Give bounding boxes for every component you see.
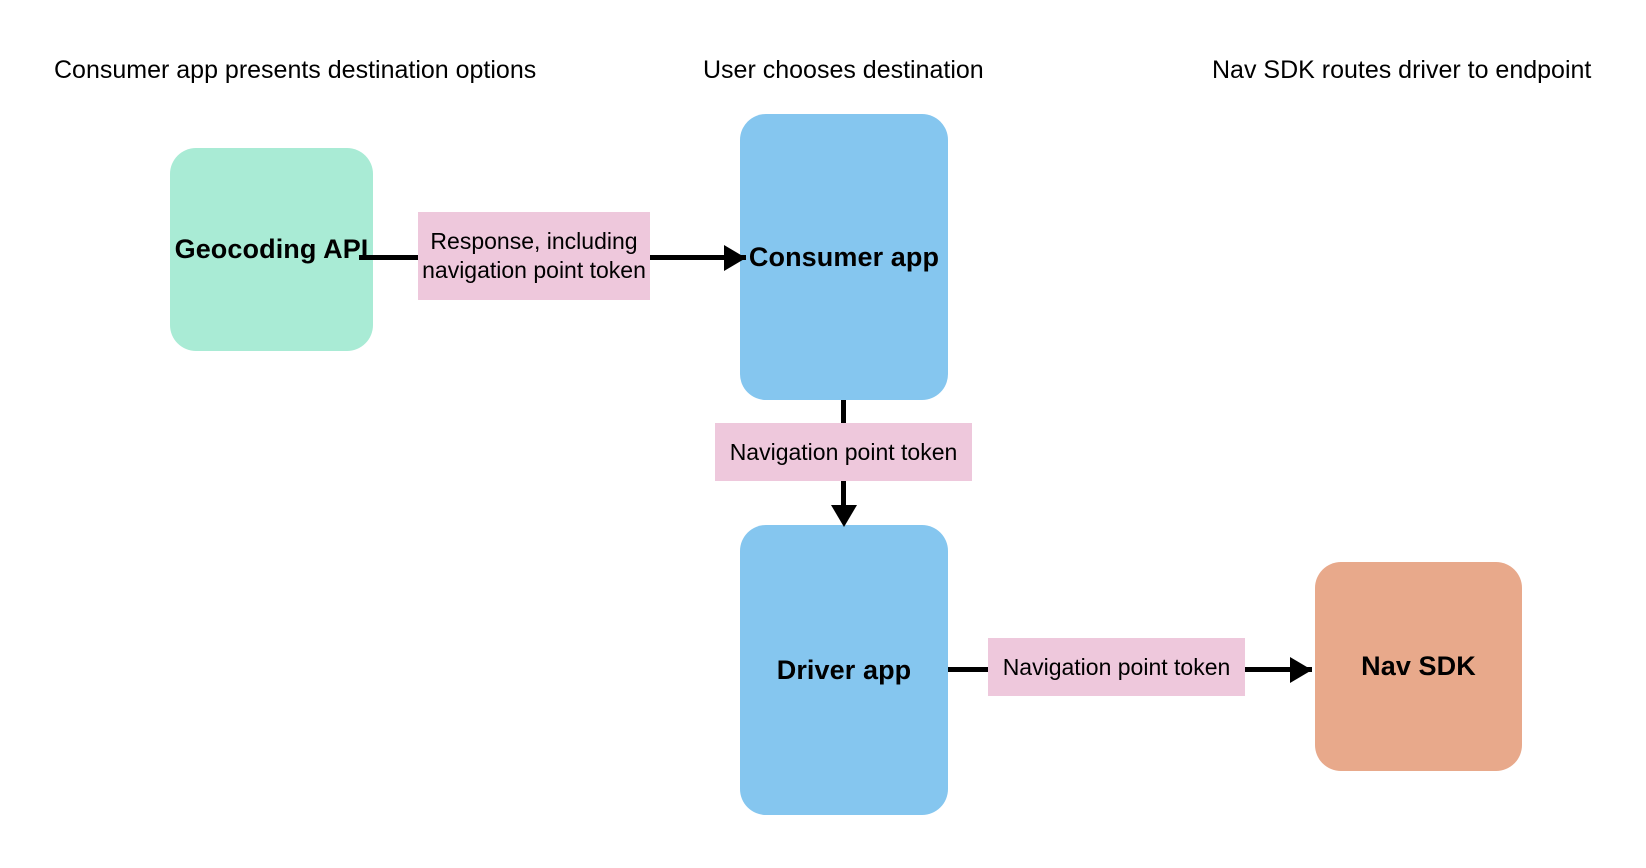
edge-label-navigation-point-token-consumer-to-driver: Navigation point token bbox=[715, 423, 972, 481]
connector-geocoding-to-consumer-arrowhead bbox=[724, 245, 746, 271]
edge-label-navigation-point-token-text-1: Navigation point token bbox=[729, 438, 958, 465]
caption-user-chooses-destination: User chooses destination bbox=[703, 56, 984, 84]
node-driver-app-label: Driver app bbox=[776, 654, 912, 685]
edge-label-navigation-point-token-driver-to-navsdk: Navigation point token bbox=[988, 638, 1245, 696]
caption-nav-sdk-routes-driver-to-endpoint: Nav SDK routes driver to endpoint bbox=[1212, 56, 1592, 84]
node-geocoding-api[interactable]: Geocoding API bbox=[170, 148, 373, 351]
node-geocoding-api-label: Geocoding API bbox=[174, 234, 369, 264]
edge-label-navigation-point-token-text-2: Navigation point token bbox=[1002, 653, 1231, 680]
node-driver-app[interactable]: Driver app bbox=[740, 525, 948, 815]
connector-consumer-to-driver-arrowhead bbox=[831, 505, 857, 527]
edge-label-response-text: Response, including navigation point tok… bbox=[422, 228, 646, 283]
connector-driver-to-navsdk-arrowhead bbox=[1290, 657, 1312, 683]
edge-label-response-including-navigation-point-token: Response, including navigation point tok… bbox=[418, 212, 650, 300]
caption-consumer-app-presents-destination-options: Consumer app presents destination option… bbox=[54, 56, 537, 84]
node-consumer-app-label: Consumer app bbox=[748, 241, 940, 272]
node-nav-sdk[interactable]: Nav SDK bbox=[1315, 562, 1522, 771]
node-nav-sdk-label: Nav SDK bbox=[1361, 651, 1476, 681]
node-consumer-app[interactable]: Consumer app bbox=[740, 114, 948, 400]
